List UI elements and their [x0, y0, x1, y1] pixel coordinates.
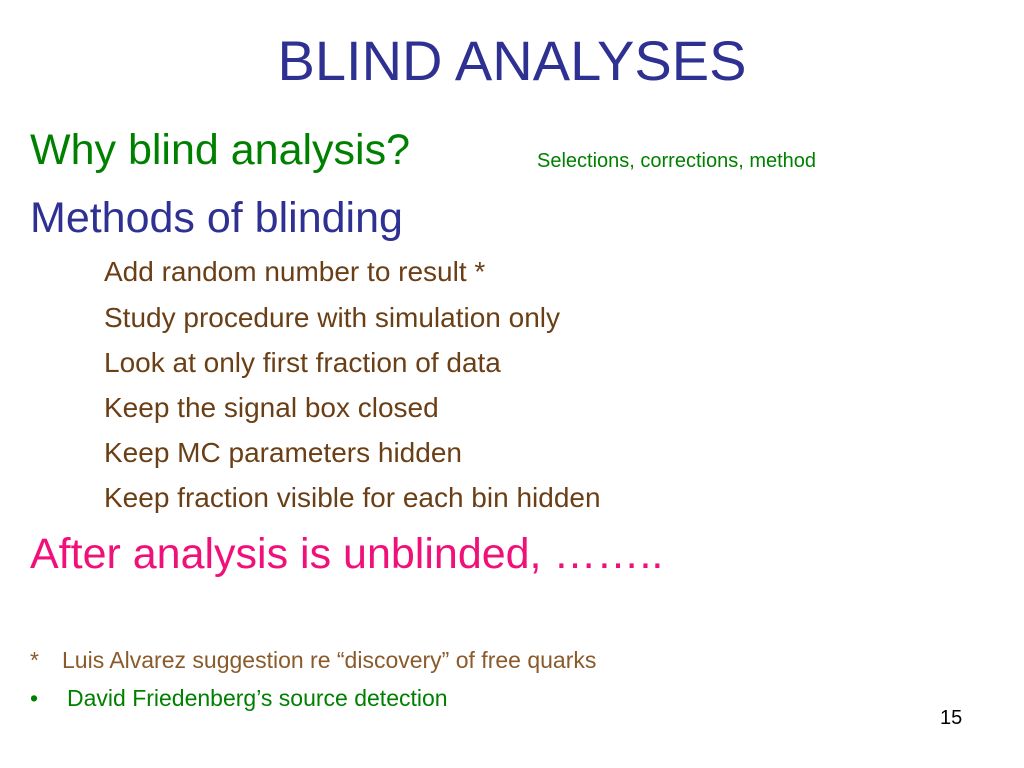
method-item: Add random number to result * [104, 256, 486, 287]
page-number: 15 [940, 707, 963, 729]
method-item: Keep the signal box closed [104, 392, 439, 423]
slide-title: BLIND ANALYSES [277, 29, 747, 92]
heading-why-blind-analysis: Why blind analysis? [30, 126, 411, 174]
method-item: Study procedure with simulation only [104, 302, 561, 333]
method-item: Keep MC parameters hidden [104, 437, 462, 468]
bullet-friedenberg: David Friedenberg’s source detection [67, 685, 448, 711]
after-unblinded-heading: After analysis is unblinded, …….. [30, 530, 664, 578]
method-item: Keep fraction visible for each bin hidde… [104, 482, 601, 513]
why-note: Selections, corrections, method [537, 150, 817, 172]
footnote-marker: * [30, 647, 39, 673]
bullet-marker: • [30, 685, 39, 711]
footnote-alvarez: Luis Alvarez suggestion re “discovery” o… [62, 647, 597, 673]
heading-methods-of-blinding: Methods of blinding [30, 194, 403, 242]
method-item: Look at only first fraction of data [104, 347, 501, 378]
